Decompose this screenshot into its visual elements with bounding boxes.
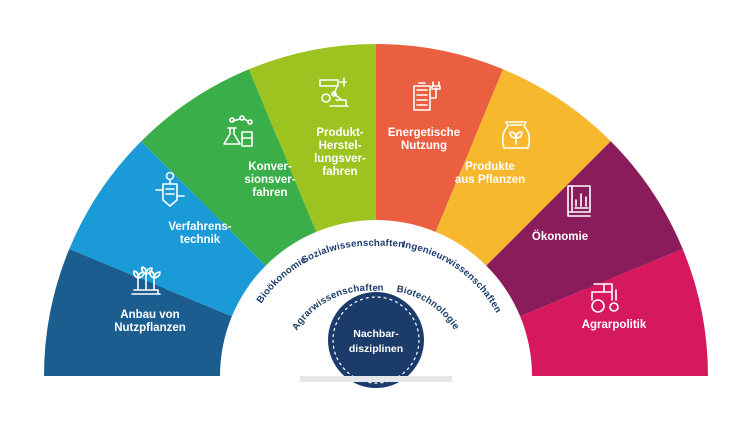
segment-anbau-label-line-2: Nutzpflanzen xyxy=(114,322,186,334)
segment-anbau xyxy=(44,248,238,376)
segment-herstellung-label-line-3: lungsver- xyxy=(314,153,366,165)
segment-agrarpolitik xyxy=(514,248,708,376)
segment-anbau-label-line-1: Anbau von xyxy=(120,309,179,321)
process-column-icon xyxy=(155,171,185,207)
core-disciplines: Nachbar- disziplinen xyxy=(328,292,424,388)
segment-oekonomie xyxy=(482,141,683,319)
segment-verfahrenstechnik-label-line-1: Verfahrens- xyxy=(168,221,231,233)
segment-herstellung-label-line-2: Herstel- xyxy=(319,140,362,152)
segment-herstellung xyxy=(248,44,376,238)
tractor-icon xyxy=(591,283,619,313)
segment-verfahrenstechnik-label-line-2: technik xyxy=(180,234,221,246)
segment-produkte xyxy=(433,69,611,270)
segment-konversion xyxy=(141,69,319,270)
segment-konversion-label-line-2: sionsver- xyxy=(244,174,295,186)
segment-herstellung-label-line-4: fahren xyxy=(322,166,357,178)
segment-verfahrenstechnik xyxy=(69,141,270,319)
segment-herstellung-label-line-1: Produkt- xyxy=(316,127,363,139)
segment-energie-label-line-1: Energetische xyxy=(388,127,460,139)
segment-oekonomie-label-line-1: Ökonomie xyxy=(532,230,588,243)
sack-leaf-icon xyxy=(501,121,531,149)
segment-konversion-label-line-1: Konver- xyxy=(248,161,292,173)
segment-produkte-label-line-1: Produkte xyxy=(465,161,515,173)
robot-arm-icon xyxy=(319,77,349,107)
segment-produkte-label-line-2: aus Pflanzen xyxy=(455,174,525,186)
battery-plug-icon xyxy=(413,81,441,111)
segment-agrarpolitik-label-line-1: Agrarpolitik xyxy=(582,319,647,331)
segment-energie-label-line-2: Nutzung xyxy=(401,140,447,152)
core-label-line-2: disziplinen xyxy=(349,343,403,355)
book-chart-icon xyxy=(567,185,591,217)
core-label-line-1: Nachbar- xyxy=(353,328,399,340)
segment-energie xyxy=(376,44,504,238)
core-circle xyxy=(328,292,424,388)
core-ring xyxy=(332,296,420,384)
segment-konversion-label-line-3: fahren xyxy=(252,187,287,199)
plants-icon xyxy=(131,266,161,295)
lab-flask-icon xyxy=(223,115,253,147)
base-shadow xyxy=(300,376,452,382)
